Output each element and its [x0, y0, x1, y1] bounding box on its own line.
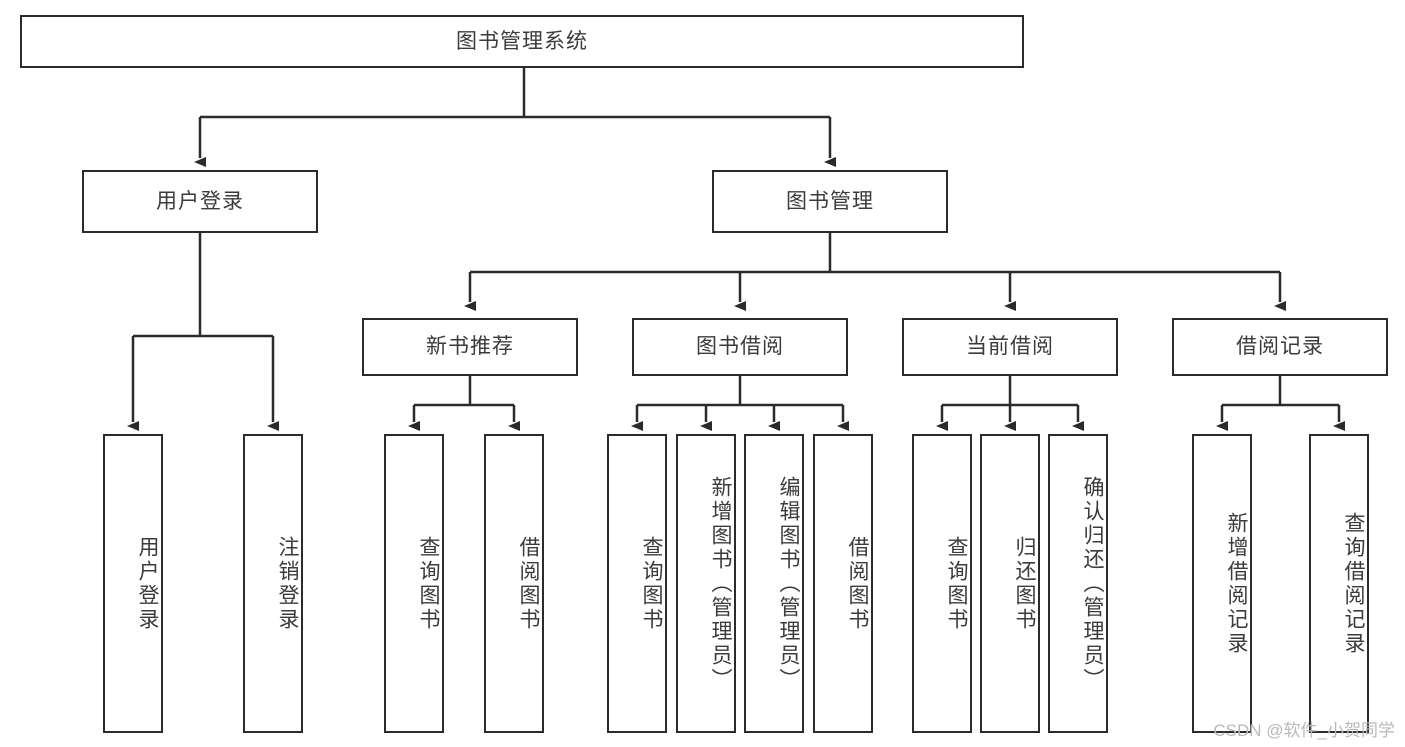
node-label: 新书推荐 — [426, 335, 514, 359]
node-label: 借阅图书 — [846, 535, 869, 632]
node-label: 查询借阅记录 — [1342, 511, 1365, 656]
leaf-query-books-borrow[interactable]: 查询图书 — [607, 434, 667, 733]
node-label: 借阅记录 — [1236, 335, 1324, 359]
node-label: 注销登录 — [276, 535, 299, 632]
leaf-return-books[interactable]: 归还图书 — [980, 434, 1040, 733]
node-label: 图书管理 — [786, 189, 874, 213]
leaf-logout[interactable]: 注销登录 — [243, 434, 303, 733]
csdn-watermark: CSDN @软件_小贺同学 — [1213, 721, 1395, 740]
node-label: 归还图书 — [1013, 535, 1036, 632]
node-borrow-records[interactable]: 借阅记录 — [1172, 318, 1388, 376]
node-label: 编辑图书（管理员） — [777, 475, 800, 692]
leaf-add-book-admin[interactable]: 新增图书（管理员） — [676, 434, 736, 733]
node-label: 新增借阅记录 — [1225, 511, 1248, 656]
leaf-borrow-books-recommend[interactable]: 借阅图书 — [484, 434, 544, 733]
leaf-user-login[interactable]: 用户登录 — [103, 434, 163, 733]
node-label: 当前借阅 — [966, 335, 1054, 359]
node-label: 借阅图书 — [517, 535, 540, 632]
leaf-confirm-return-admin[interactable]: 确认归还（管理员） — [1048, 434, 1108, 733]
node-label: 查询图书 — [640, 535, 663, 632]
leaf-query-books-current[interactable]: 查询图书 — [912, 434, 972, 733]
node-book-management[interactable]: 图书管理 — [712, 170, 948, 233]
node-label: 查询图书 — [945, 535, 968, 632]
node-label: 新增图书（管理员） — [709, 475, 732, 692]
leaf-query-borrow-record[interactable]: 查询借阅记录 — [1309, 434, 1369, 733]
node-label: 用户登录 — [136, 535, 159, 632]
node-label: 图书借阅 — [696, 335, 784, 359]
node-label: 确认归还（管理员） — [1081, 475, 1104, 692]
node-label: 用户登录 — [156, 189, 244, 213]
leaf-query-books-recommend[interactable]: 查询图书 — [384, 434, 444, 733]
node-label: 图书管理系统 — [456, 29, 588, 53]
node-user-login[interactable]: 用户登录 — [82, 170, 318, 233]
leaf-add-borrow-record[interactable]: 新增借阅记录 — [1192, 434, 1252, 733]
leaf-borrow-books[interactable]: 借阅图书 — [813, 434, 873, 733]
node-book-borrow[interactable]: 图书借阅 — [632, 318, 848, 376]
node-root-library-system[interactable]: 图书管理系统 — [20, 15, 1024, 68]
node-new-book-recommend[interactable]: 新书推荐 — [362, 318, 578, 376]
node-current-borrow[interactable]: 当前借阅 — [902, 318, 1118, 376]
leaf-edit-book-admin[interactable]: 编辑图书（管理员） — [744, 434, 804, 733]
node-label: 查询图书 — [417, 535, 440, 632]
